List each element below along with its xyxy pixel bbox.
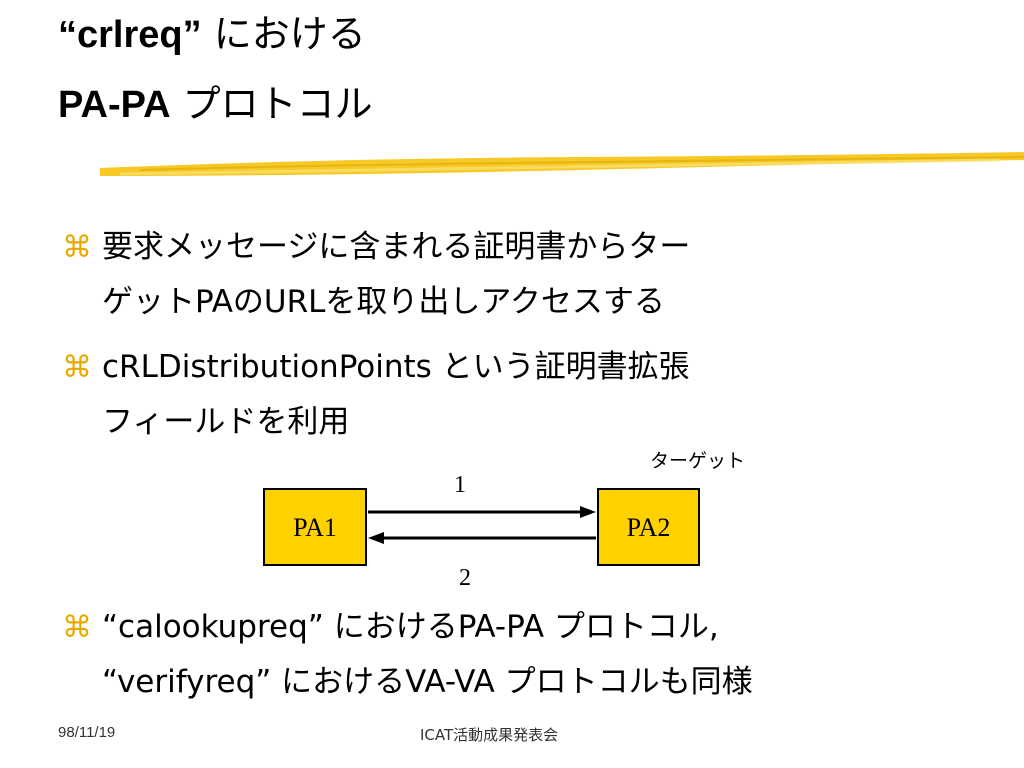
arrow-2-label: 2 [459, 565, 471, 591]
bullet-2: ⌘ cRLDistributionPoints という証明書拡張 フィールドを利用 [62, 340, 690, 449]
footer-date: 98/11/19 [58, 724, 116, 741]
arrow-response-icon [368, 532, 596, 544]
pa2-box: PA2 [597, 488, 700, 566]
bullet-2-line-1: cRLDistributionPoints という証明書拡張 [102, 349, 690, 385]
arrow-1-label: 1 [454, 472, 466, 498]
target-label: ターゲット [650, 450, 746, 472]
arrow-request-icon [368, 506, 596, 518]
pa1-box: PA1 [263, 488, 367, 566]
bullet-3-line-2: “verifyreq” におけるVA-VA プロトコルも同様 [102, 664, 753, 700]
bullet-2-line-2: フィールドを利用 [102, 404, 350, 440]
bullet-mark-icon: ⌘ [62, 610, 92, 645]
bullet-1-line-1: 要求メッセージに含まれる証明書からター [102, 229, 691, 265]
title-command-name: “crlreq” [58, 14, 202, 56]
title-line-1: “crlreq” における [58, 10, 366, 59]
bullet-3: ⌘ “calookupreq” におけるPA-PA プロトコル, “verifyr… [62, 600, 753, 709]
title-protocol-name: PA-PA [58, 84, 171, 126]
title-underline-brush [100, 152, 1024, 176]
title-suffix: における [201, 12, 366, 56]
bullet-1: ⌘ 要求メッセージに含まれる証明書からター ゲットPAのURLを取り出しアクセスす… [62, 220, 690, 329]
footer-title: ICAT活動成果発表会 [420, 726, 559, 744]
bullet-mark-icon: ⌘ [62, 230, 92, 265]
title-line-2: PA-PA プロトコル [58, 80, 373, 129]
bullet-1-line-2: ゲットPAのURLを取り出しアクセスする [102, 284, 665, 320]
bullet-3-line-1: “calookupreq” におけるPA-PA プロトコル, [102, 609, 719, 645]
bullet-mark-icon: ⌘ [62, 350, 92, 385]
title-protocol-suffix: プロトコル [170, 82, 373, 126]
